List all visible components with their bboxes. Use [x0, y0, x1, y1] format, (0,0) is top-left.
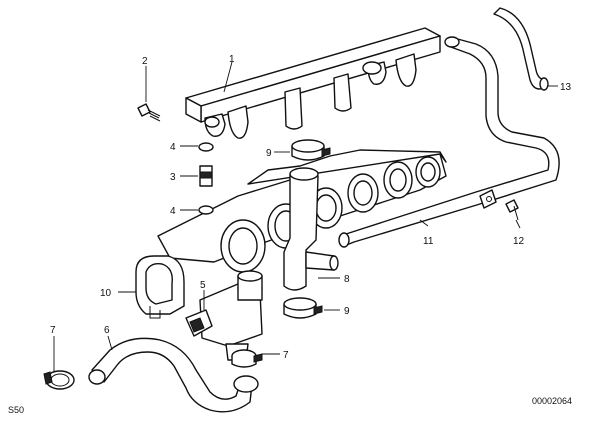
- callout-5: 5: [200, 280, 206, 291]
- callout-10: 10: [100, 288, 112, 299]
- part-2-screw: [137, 103, 161, 122]
- left-code: S50: [8, 405, 24, 415]
- part-9-clamp-upper: [291, 139, 331, 161]
- callout-12: 12: [513, 236, 525, 247]
- part-8-pipe-tee: [283, 167, 339, 291]
- callout-1: 1: [229, 54, 235, 65]
- part-3-valve: [199, 165, 213, 187]
- part-1-fuel-rail: [185, 27, 441, 139]
- part-13-hose: [493, 7, 549, 91]
- callout-8: 8: [344, 274, 350, 285]
- callout-9-upper: 9: [266, 148, 272, 159]
- callout-6: 6: [104, 325, 110, 336]
- callouts: 1 2 4 3 4 9 8 9 10 5 6 7 7 11 12 13: [50, 54, 572, 361]
- callout-11: 11: [423, 236, 434, 247]
- drawing-number: 00002064: [532, 396, 572, 406]
- part-4-seal-lower: [198, 205, 214, 215]
- callout-7-left: 7: [50, 325, 56, 336]
- part-7-clamp-right: [231, 349, 263, 368]
- part-5-idle-valve: [185, 270, 263, 361]
- part-4-seal-upper: [198, 142, 214, 152]
- callout-3: 3: [170, 172, 176, 183]
- callout-2: 2: [142, 56, 148, 67]
- part-6-hose: [88, 337, 259, 413]
- callout-4-upper: 4: [170, 142, 176, 153]
- part-12-bolt: [505, 199, 519, 221]
- part-7-clamp-left: [43, 370, 75, 390]
- part-9-clamp-lower: [283, 297, 323, 319]
- callout-7-right: 7: [283, 350, 289, 361]
- part-11-pipe: [338, 36, 560, 248]
- callout-13: 13: [560, 82, 572, 93]
- part-10-holder: [135, 255, 185, 319]
- leader-lines: [53, 61, 558, 372]
- callout-4-lower: 4: [170, 206, 176, 217]
- callout-9-lower: 9: [344, 306, 350, 317]
